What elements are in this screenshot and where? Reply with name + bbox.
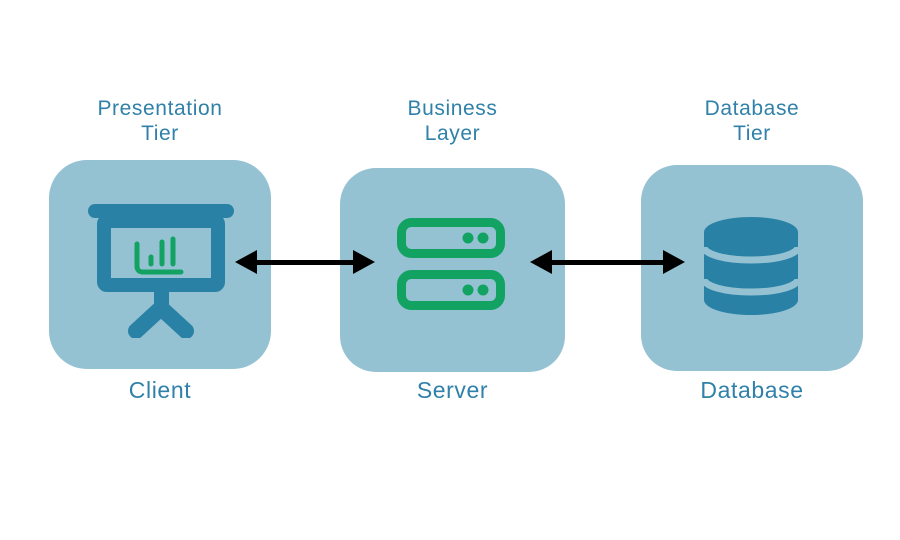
business-layer-title-line2: Layer (424, 122, 481, 145)
database-tier-title-line2: Tier (733, 122, 771, 145)
database-tier-title-line1: Database (704, 97, 800, 120)
arrowhead-left-icon (530, 250, 552, 274)
client-label: Client (128, 377, 192, 403)
presentation-chart-icon (88, 204, 234, 338)
database-label: Database (700, 377, 804, 403)
arrow-shaft (251, 259, 359, 265)
database-cylinder-icon (704, 217, 798, 315)
server-stack-icon (397, 218, 505, 310)
presentation-tier-title-line2: Tier (141, 122, 179, 145)
client-box (49, 160, 271, 369)
client-server-bidirectional-arrow (235, 250, 375, 274)
server-box (340, 168, 565, 372)
arrowhead-right-icon (353, 250, 375, 274)
presentation-tier-title-line1: Presentation (97, 97, 223, 120)
arrow-shaft (546, 259, 669, 265)
business-layer-title-line1: Business (407, 97, 498, 120)
arrowhead-left-icon (235, 250, 257, 274)
server-database-bidirectional-arrow (530, 250, 685, 274)
arrowhead-right-icon (663, 250, 685, 274)
server-label: Server (416, 377, 489, 403)
